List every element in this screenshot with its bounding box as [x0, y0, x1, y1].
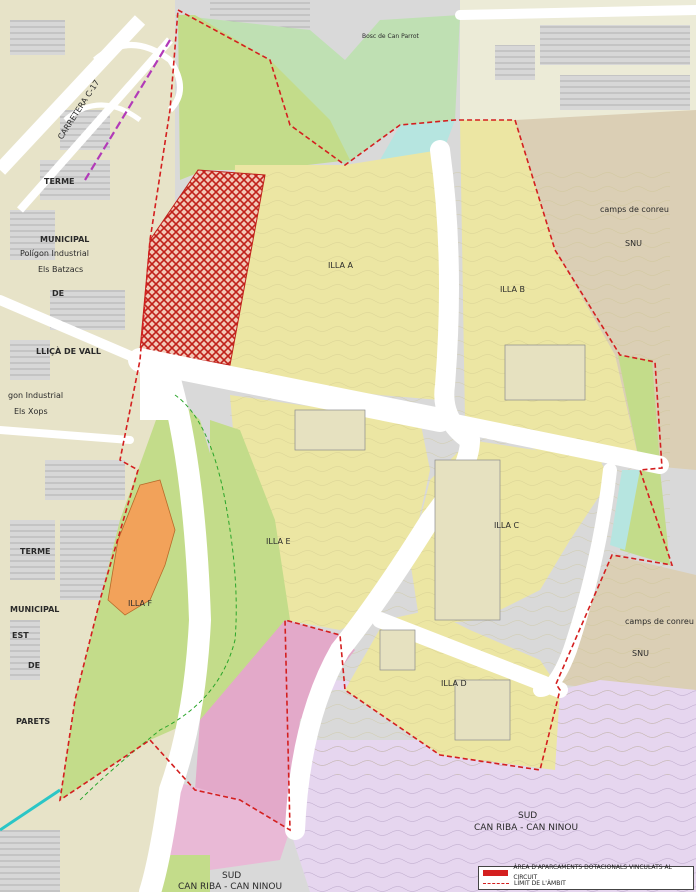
label-terme-1: TERME: [44, 177, 75, 186]
label-snu-top: SNU: [625, 239, 642, 248]
label-camps-bottom: camps de conreu: [625, 617, 694, 626]
legend-label-parking: ÀREA D'APARCAMENTS DOTACIONALS VINCULATS…: [513, 863, 672, 881]
label-sud-2: SUD: [222, 871, 241, 881]
label-poligon-xops: gon Industrial: [8, 391, 63, 400]
label-de-2: DE: [28, 661, 40, 670]
on-site-buildings: [294, 344, 586, 741]
green-dashed-path: [79, 394, 237, 801]
green-strip-right-bottom: [620, 470, 670, 565]
cyan-line: [0, 788, 61, 832]
label-els-xops: Els Xops: [14, 407, 48, 416]
label-can-riba-2: CAN RIBA - CAN NINOU: [178, 882, 282, 892]
area-boundary-line: [58, 8, 674, 832]
label-illa-e: ILLA E: [266, 537, 291, 546]
label-illa-f: ILLA F: [128, 599, 152, 608]
illa-f-building: [107, 479, 176, 616]
green-zone-north: [178, 15, 350, 180]
label-els-batzacs: Els Batzacs: [38, 265, 83, 274]
label-est: EST: [12, 631, 29, 640]
green-strip-right-top: [618, 355, 660, 465]
legend-swatch-boundary: [483, 883, 509, 884]
bottom-left-building: [0, 830, 60, 892]
purple-route-line: [84, 39, 171, 181]
top-building-blocks: [495, 25, 690, 110]
label-municipal-1: MUNICIPAL: [40, 235, 89, 244]
legend-swatch-parking: [483, 869, 509, 876]
label-illa-c: ILLA C: [494, 521, 519, 530]
legend-row-boundary: LÍMIT DE L'ÀMBIT: [479, 878, 693, 889]
label-parets: PARETS: [16, 717, 50, 726]
pink-zone-south: [160, 780, 290, 870]
label-can-riba-1: CAN RIBA - CAN NINOU: [474, 823, 578, 833]
label-snu-bottom: SNU: [632, 649, 649, 658]
legend-row-parking: ÀREA D'APARCAMENTS DOTACIONALS VINCULATS…: [479, 864, 693, 881]
label-illa-d: ILLA D: [441, 679, 467, 688]
label-llica: LLIÇÀ DE VALL: [36, 345, 101, 356]
cyan-strip-right: [610, 470, 640, 550]
label-terme-2: TERME: [20, 547, 51, 556]
pink-zone: [195, 620, 355, 830]
legend-label-boundary: LÍMIT DE L'ÀMBIT: [514, 879, 566, 887]
label-illa-b: ILLA B: [500, 285, 525, 294]
label-bosc: Bosc de Can Parrot: [362, 33, 419, 40]
junction-west: [140, 360, 175, 420]
label-illa-a: ILLA A: [328, 261, 353, 270]
label-poligon-batzacs: Polígon Industrial: [20, 249, 89, 258]
label-sud-1: SUD: [518, 811, 537, 821]
label-municipal-2: MUNICIPAL: [10, 605, 59, 614]
label-camps-top: camps de conreu: [600, 205, 669, 214]
map-legend: ÀREA D'APARCAMENTS DOTACIONALS VINCULATS…: [478, 864, 694, 890]
highway-c17: [0, 15, 183, 213]
label-de-1: DE: [52, 289, 64, 298]
